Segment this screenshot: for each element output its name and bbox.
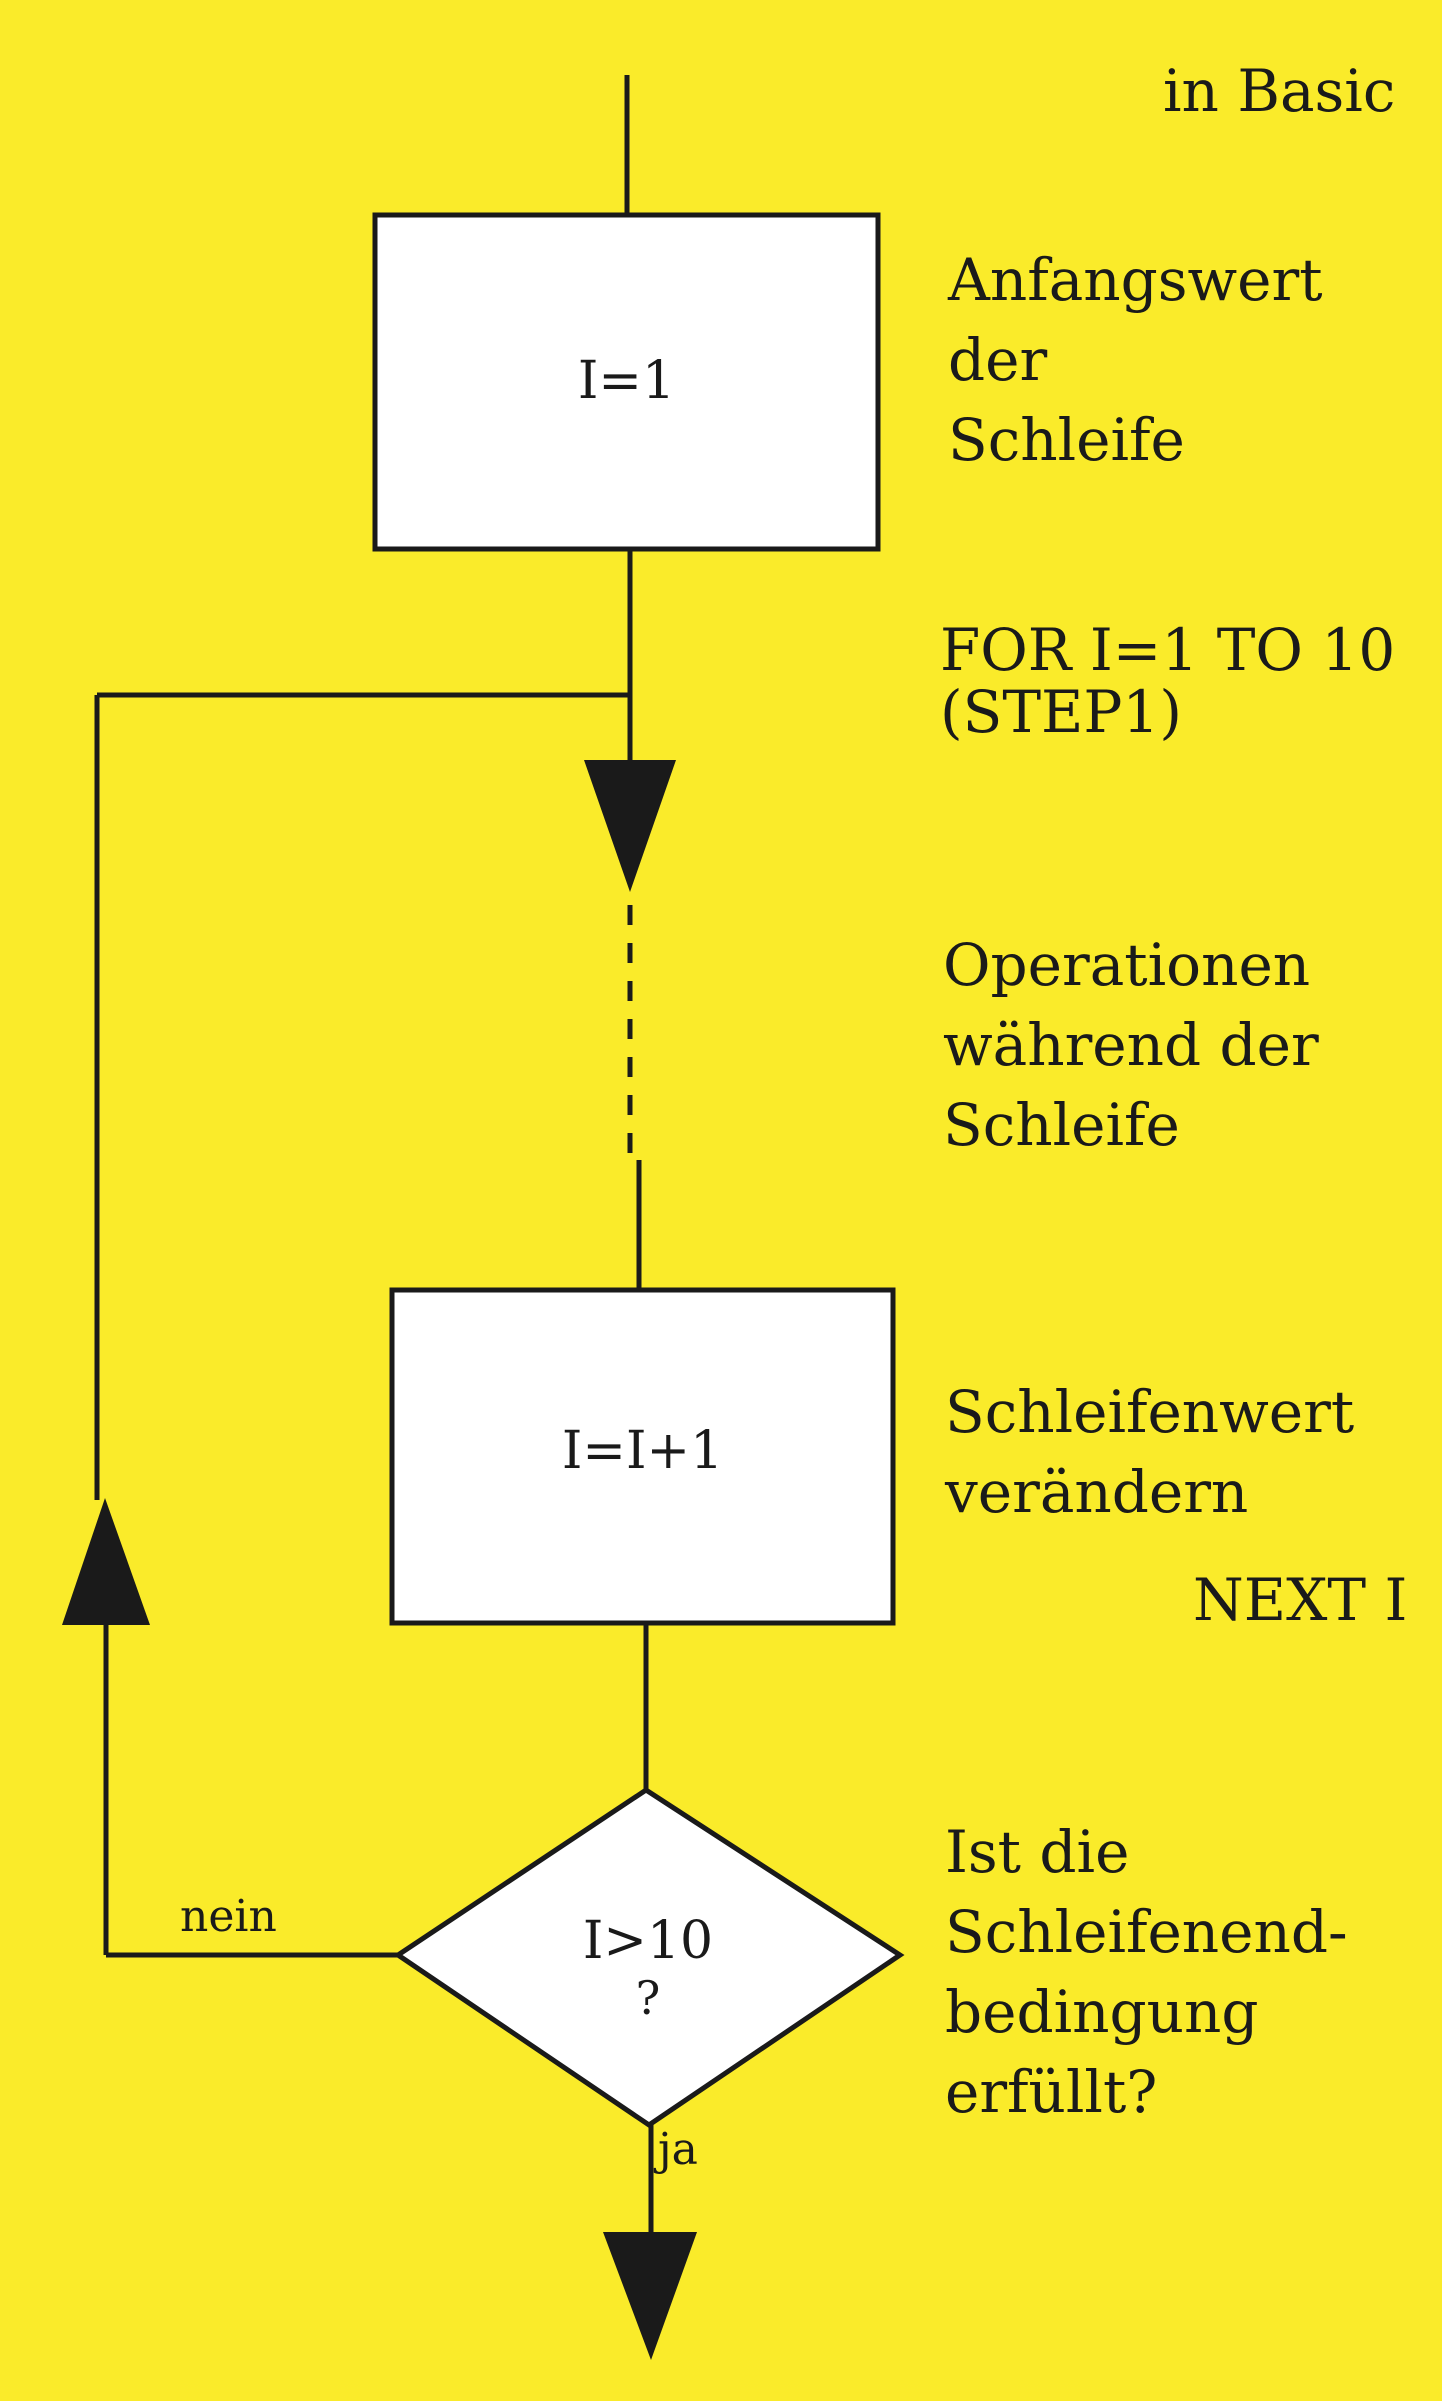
- annotation-line: verändern: [945, 1458, 1249, 1526]
- up-arrow: [62, 1498, 150, 1625]
- annotation-operations: Operationen während der Schleife: [943, 925, 1319, 1165]
- annotation-line: Anfangswert: [948, 246, 1323, 314]
- init-box: [372, 212, 881, 552]
- step-box: [389, 1287, 896, 1626]
- annotation-line: (STEP1): [940, 678, 1182, 746]
- decision-label: I>10: [582, 1911, 714, 1971]
- annotation-line: FOR I=1 TO 10: [940, 616, 1396, 684]
- annotation-line: Operationen: [943, 931, 1311, 999]
- annotation-line: während der: [943, 1011, 1319, 1079]
- annotation-line: erfüllt?: [945, 2058, 1158, 2126]
- annotation-line: Schleifenwert: [945, 1378, 1355, 1446]
- annotation-line: Ist die: [945, 1818, 1130, 1886]
- annotation-start-value: Anfangswert der Schleife: [948, 240, 1323, 480]
- init-box-label: I=1: [577, 351, 676, 411]
- exit-arrow: [603, 2232, 697, 2360]
- annotation-line: Schleife: [948, 406, 1185, 474]
- diagram-heading: in Basic: [1163, 57, 1396, 125]
- annotation-next-statement: NEXT I: [1193, 1566, 1408, 1634]
- step-box-label: I=I+1: [561, 1421, 724, 1481]
- decision-question-mark: ?: [635, 1971, 661, 2025]
- annotation-line: Schleifenend-: [945, 1898, 1348, 1966]
- no-branch-label: nein: [180, 1891, 277, 1942]
- annotation-line: der: [948, 326, 1048, 394]
- annotation-for-statement: FOR I=1 TO 10 (STEP1): [940, 610, 1395, 752]
- annotation-line: Schleife: [943, 1091, 1180, 1159]
- annotation-end-condition: Ist die Schleifenend- bedingung erfüllt?: [945, 1812, 1348, 2132]
- annotation-change-value: Schleifenwert verändern: [945, 1372, 1354, 1532]
- annotation-line: bedingung: [945, 1978, 1259, 2046]
- yes-branch-label: ja: [658, 2124, 698, 2175]
- down-arrow: [584, 760, 676, 892]
